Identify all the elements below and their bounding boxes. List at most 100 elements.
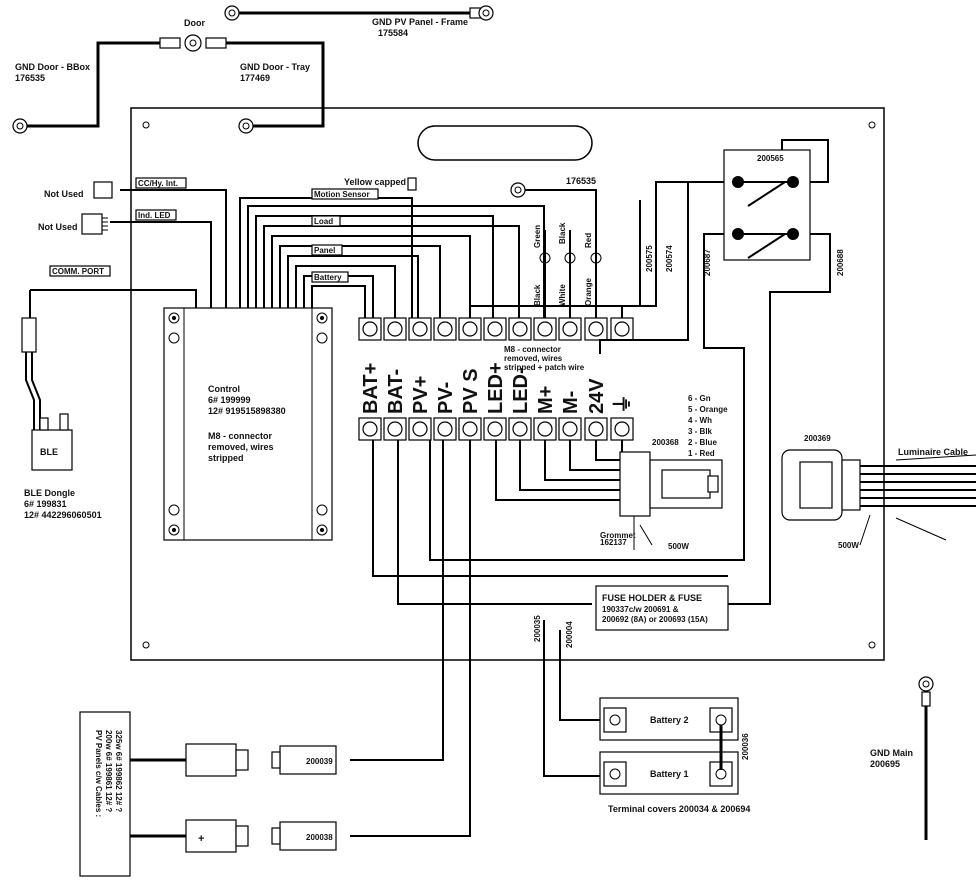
m8-note-line: M8 - connector [504,345,561,354]
switch-id-label: 200565 [757,154,784,163]
splice-icon [539,252,551,264]
terminal-screw [562,321,578,337]
wire-200575-label: 200575 [645,245,654,272]
wire-green-label: Green [533,225,542,248]
gnd-door-tray-id: 177469 [240,73,270,83]
gnd-pv-frame-id: 175584 [378,28,408,38]
load-label: Load [314,217,333,226]
grommet-label: Grommet [600,531,636,540]
mount-hole [868,641,876,649]
splice-icon [564,252,576,264]
control-line: 12# 919515898380 [208,406,286,416]
ind-led-label: Ind. LED [138,211,171,220]
plus-symbol: + [198,833,204,845]
wire-orange-label: Orange [584,277,593,306]
m8-note-line: stripped + patch wire [504,363,585,372]
control-line: 6# 199999 [208,395,251,405]
left-connectors [21,181,113,471]
terminal-screw [487,421,503,437]
yellow-cap [407,177,417,191]
mount-hole [142,121,150,129]
ground-icon [510,182,526,198]
terminal-label: BAT+ [360,363,382,414]
labels-layer: GND PV Panel - Frame 175584 Door GND Doo… [15,17,968,845]
pin-legend-line: 6 - Gn [688,394,711,403]
pv-panels-line: 200w 6# 199861 12# ? [104,730,113,812]
wire-200036-label: 200036 [741,733,750,760]
terminal-screw [588,421,604,437]
splice-icon [590,252,602,264]
connector-200369-label: 200369 [804,434,831,443]
terminal-label: LED+ [485,362,507,414]
panel-label: Panel [314,246,335,255]
control-harness [30,189,597,318]
pin-legend-line: 3 - Blk [688,427,713,436]
battery-2-label: Battery 2 [650,715,689,725]
terminal-label: M+ [535,386,557,414]
terminal-screw [512,421,528,437]
fuse-line: 190337c/w 200691 & [602,605,679,614]
terminal-screw [462,321,478,337]
handle-slot [417,125,593,161]
wire-200574-label: 200574 [665,245,674,272]
terminal-screw [537,321,553,337]
terminal-label: PV S [460,368,482,414]
connector-200039-label: 200039 [306,757,333,766]
terminal-screw [437,321,453,337]
battery-label: Battery [314,273,342,282]
terminal-screw [412,321,428,337]
terminal-screw [487,321,503,337]
motion-sensor-label: Motion Sensor [314,190,370,199]
not-used-label: Not Used [38,222,78,232]
wire-black-label: Black [533,284,542,306]
switch-wiring [429,139,831,605]
terminal-screw [562,421,578,437]
terminal-screw [462,421,478,437]
terminal-label: M- [560,391,582,414]
terminal-label: 24V [586,378,608,414]
terminal-screw [437,421,453,437]
not-used-label: Not Used [44,189,84,199]
control-line: M8 - connector [208,431,273,441]
wire-200035 [543,620,600,777]
terminal-screw [512,321,528,337]
ground-wires-top [12,5,494,134]
terminal-covers-label: Terminal covers 200034 & 200694 [608,804,750,814]
gnd-pv-frame-label: GND PV Panel - Frame [372,17,468,27]
connector-200369 [781,449,976,546]
pv-panels-line: PV Panels c/w Cables : [94,730,103,817]
fuse-line: FUSE HOLDER & FUSE [602,593,702,603]
terminal-screw [362,321,378,337]
ble-dongle-line: 6# 199831 [24,499,67,509]
terminal-block-bottom [358,417,634,441]
gnd-door-bbox-id: 176535 [15,73,45,83]
switch-200565 [723,149,811,261]
fuse-holder [595,585,729,631]
terminal-label: ⏚ [611,394,634,414]
gnd-main-id: 200695 [870,759,900,769]
control-line: Control [208,384,240,394]
terminal-screw [412,421,428,437]
wire-200004 [559,630,600,721]
wire-red-label: Red [584,233,593,248]
bottom-wiring [350,440,728,837]
m8-note-line: removed, wires [504,354,563,363]
size-500w-label: 500W [668,542,689,551]
fuse-line: 200692 (8A) or 200693 (15A) [602,615,708,624]
gnd-door-tray-label: GND Door - Tray [240,62,310,72]
wire-200035-label: 200035 [533,615,542,642]
terminal-label: PV- [435,382,457,414]
wire-white-label: White [558,284,567,306]
batteries [599,697,739,795]
pin-legend-line: 5 - Orange [688,405,728,414]
terminal-screw [614,321,630,337]
ble-box-label: BLE [40,447,58,457]
mount-hole [142,641,150,649]
terminal-screw [614,421,630,437]
terminal-label: PV+ [410,376,432,414]
pin-legend-line: 1 - Red [688,449,715,458]
control-module [163,307,333,541]
door-label: Door [184,18,205,28]
